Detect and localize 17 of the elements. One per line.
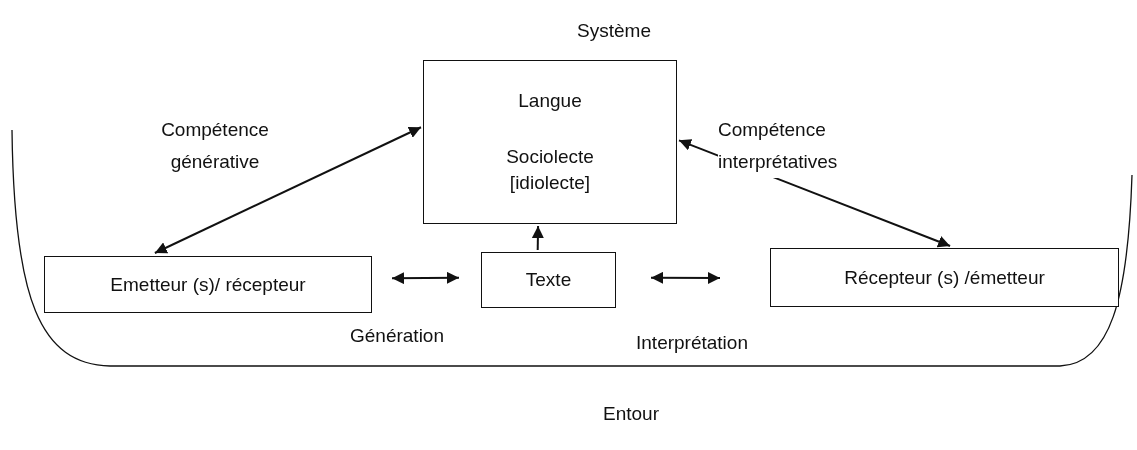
text-label: Système	[577, 20, 651, 42]
text-label: Interprétation	[636, 332, 748, 354]
text-box	[770, 248, 1119, 307]
text-label: Génération	[350, 325, 444, 347]
text-box	[44, 256, 372, 313]
text-label: Entour	[603, 403, 659, 425]
arrow	[391, 271, 460, 285]
box-text: Sociolecte [idiolecte]	[505, 145, 595, 195]
text-box	[481, 252, 616, 308]
box-text: Emetteur (s)/ récepteur	[110, 272, 306, 297]
arrow	[153, 126, 422, 254]
arrow	[650, 271, 721, 285]
text-box	[423, 60, 677, 224]
arrow	[531, 225, 544, 251]
box-text: Récepteur (s) /émetteur	[844, 265, 1045, 290]
box-text: Texte	[525, 268, 572, 292]
box-text: Langue	[518, 89, 582, 113]
